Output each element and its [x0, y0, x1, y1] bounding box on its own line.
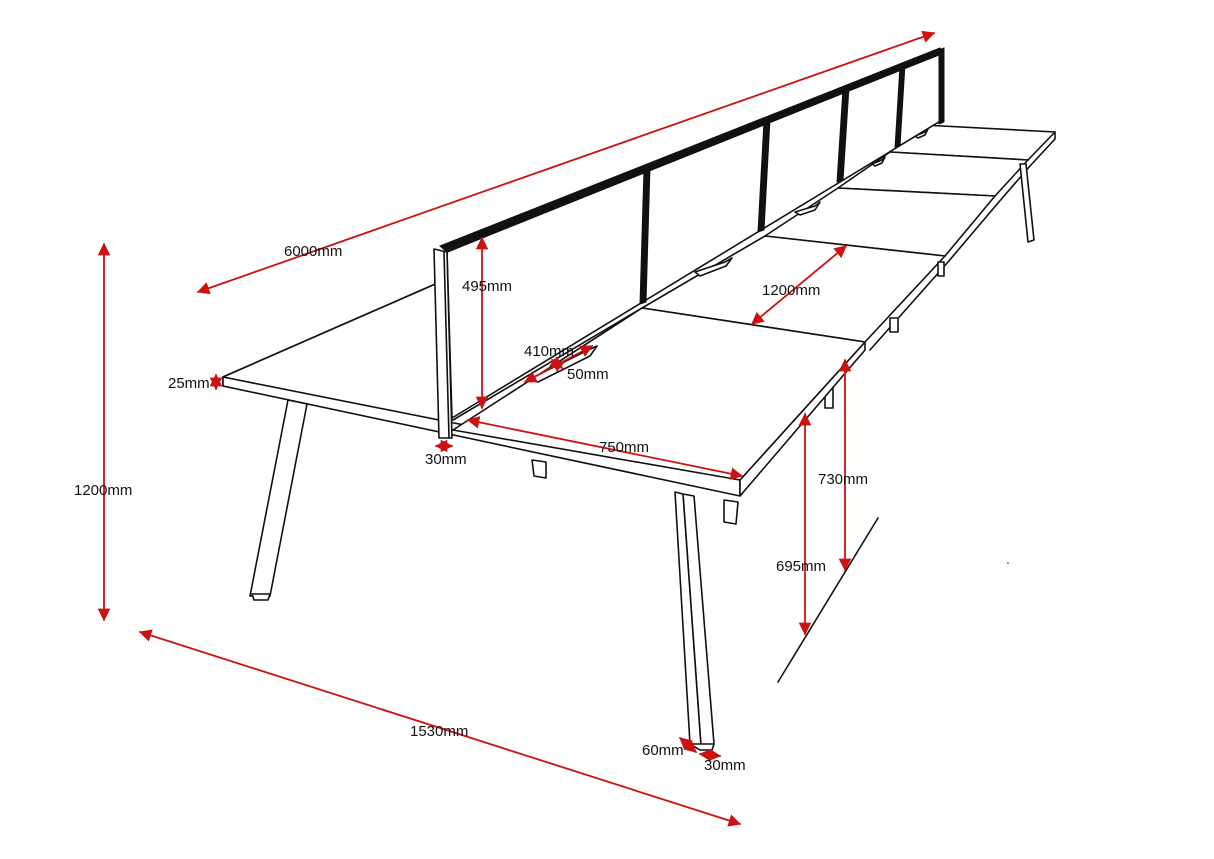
floor-line	[777, 517, 879, 683]
leg-width-arrow	[698, 748, 722, 762]
desk-depth-arrow	[751, 245, 847, 325]
overall-length-label: 6000mm	[284, 243, 342, 260]
screen-height-label: 495mm	[462, 278, 512, 295]
cable-tray-width-arrow	[549, 355, 565, 373]
overall-height-label: 1200mm	[74, 482, 132, 499]
front-leg-left-foot	[251, 593, 271, 601]
leg-depth-label: 60mm	[642, 742, 684, 759]
mid-leg-2	[723, 499, 739, 525]
dimension-labels: 6000mm 495mm 1200mm 410mm 50mm 25mm 30mm…	[74, 243, 868, 774]
top-depth-label: 750mm	[599, 439, 649, 456]
front-leg-left	[249, 399, 308, 597]
leg-width-label: 30mm	[704, 757, 746, 774]
desk-depth-label: 1200mm	[762, 282, 820, 299]
screen-thickness-label: 30mm	[425, 451, 467, 468]
top-thickness-label: 25mm	[168, 375, 210, 392]
cable-tray-length-label: 410mm	[524, 343, 574, 360]
bench-desk-drawing	[222, 47, 1056, 751]
back-leg-mid	[937, 261, 945, 277]
top-height-label: 730mm	[818, 471, 868, 488]
overall-width-label: 1530mm	[410, 723, 468, 740]
leg-clearance-label: 695mm	[776, 558, 826, 575]
stray-mark	[1007, 562, 1009, 564]
back-leg-near	[889, 317, 899, 333]
screen-post-5	[938, 47, 945, 125]
dimension-lines	[97, 30, 936, 827]
leg-depth-arrow	[679, 737, 697, 753]
overall-length-arrow	[196, 30, 936, 295]
cable-tray-width-label: 50mm	[567, 366, 609, 383]
mid-leg-1	[531, 459, 547, 479]
overall-width-arrow	[138, 629, 742, 827]
top-depth-arrow	[466, 416, 744, 480]
back-leg-far	[1019, 163, 1035, 243]
